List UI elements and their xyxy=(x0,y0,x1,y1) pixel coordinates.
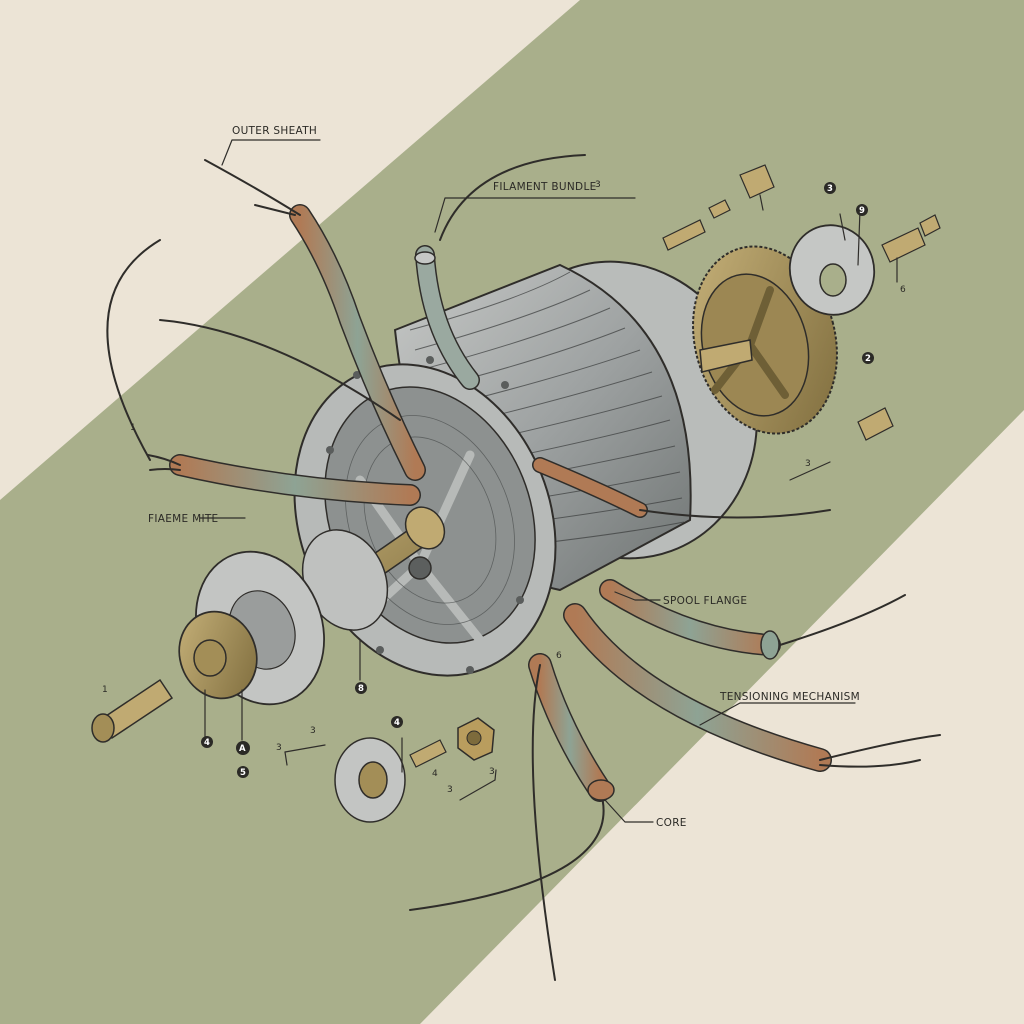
brass-hub-center xyxy=(193,639,227,677)
flange-bolt-holes xyxy=(326,356,549,674)
callout-4-left: 4 xyxy=(204,738,210,748)
label-spool-flange: SPOOL FLANGE xyxy=(663,595,747,607)
callout-1: 1 xyxy=(130,423,136,433)
dim-b1: 3 xyxy=(447,785,453,795)
cable-end-right xyxy=(760,630,780,660)
callout-2: 2 xyxy=(865,354,871,364)
label-fiame-mite: FIAЕME MITE xyxy=(148,513,219,525)
cables xyxy=(106,154,941,981)
dim-b2: 3 xyxy=(489,767,495,777)
small-pulley xyxy=(334,737,406,823)
callout-badges: 4 A 5 8 4 3 9 2 xyxy=(201,182,874,778)
cable-end-core xyxy=(587,779,615,801)
hex-nut xyxy=(457,717,495,761)
dim-a1: 3 xyxy=(276,743,282,753)
callout-9: 9 xyxy=(859,206,865,216)
dim-c: 3 xyxy=(805,459,811,469)
gear-shaft xyxy=(699,339,753,373)
callout-6-right: 6 xyxy=(900,285,906,295)
thin-wires xyxy=(106,154,941,981)
callout-sub-4: 4 xyxy=(432,769,438,779)
callout-3-top: 3 xyxy=(827,184,833,194)
cable-end-top xyxy=(414,251,436,265)
label-core: CORE xyxy=(656,817,687,829)
label-tensioning-mechanism: TENSIONING MECHANISM xyxy=(719,691,860,703)
bolt-left xyxy=(91,678,174,743)
dim-a2: 3 xyxy=(310,726,316,736)
spacer-ring-hole xyxy=(819,263,847,297)
callout-4-mid: 4 xyxy=(394,718,400,728)
hub-hole xyxy=(408,556,432,580)
gear-assembly xyxy=(692,224,876,435)
callout-5: 5 xyxy=(240,768,246,778)
callout-6-bottom: 6 xyxy=(556,651,562,661)
pins-top xyxy=(662,164,941,441)
label-outer-sheath: OUTER SHEATH xyxy=(232,125,317,137)
callout-A: A xyxy=(239,744,246,754)
pin-bottom xyxy=(409,739,447,768)
axle-assembly xyxy=(178,506,446,706)
callout-1-bolt: 1 xyxy=(102,685,108,695)
axle-collar xyxy=(404,506,446,550)
loose-parts xyxy=(91,164,941,823)
label-filament-bundle-sup: 3 xyxy=(595,180,601,190)
leader-lines xyxy=(199,139,898,823)
label-filament-bundle: FILAMENT BUNDLE xyxy=(493,181,597,193)
callout-8: 8 xyxy=(358,684,364,694)
